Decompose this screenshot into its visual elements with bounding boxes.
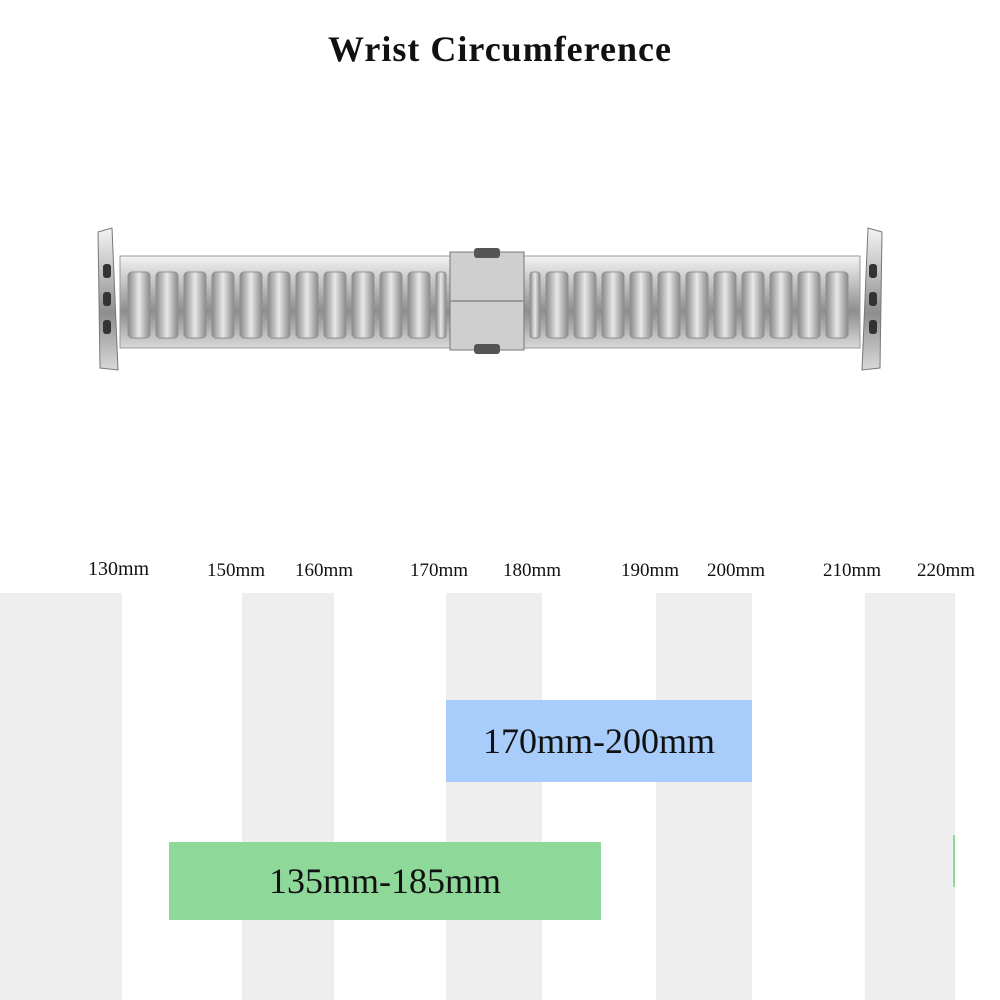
scale-band (0, 593, 122, 1000)
scale-band (242, 593, 334, 1000)
watch-band-icon (97, 227, 883, 371)
scale-band (865, 593, 955, 1000)
page-title: Wrist Circumference (328, 29, 672, 69)
tick-label: 190mm (621, 560, 680, 581)
range-bar-large: 170mm-200mm (446, 700, 752, 782)
tick-label: 200mm (707, 560, 766, 581)
range-label: 135mm-185mm (269, 861, 501, 901)
tick-label: 180mm (503, 560, 562, 581)
scale-band (446, 593, 542, 1000)
tick-label: 210mm (823, 560, 882, 581)
range-label: 170mm-200mm (483, 721, 715, 761)
scale-band (656, 593, 752, 1000)
range-bar-small: 135mm-185mm (169, 842, 601, 920)
tick-label: 150mm (207, 560, 266, 581)
tick-label: 160mm (295, 560, 354, 581)
tick-label: 220mm (917, 560, 976, 581)
tick-label: 130mm (88, 558, 150, 580)
edge-mark (953, 835, 955, 887)
tick-label: 170mm (410, 560, 469, 581)
